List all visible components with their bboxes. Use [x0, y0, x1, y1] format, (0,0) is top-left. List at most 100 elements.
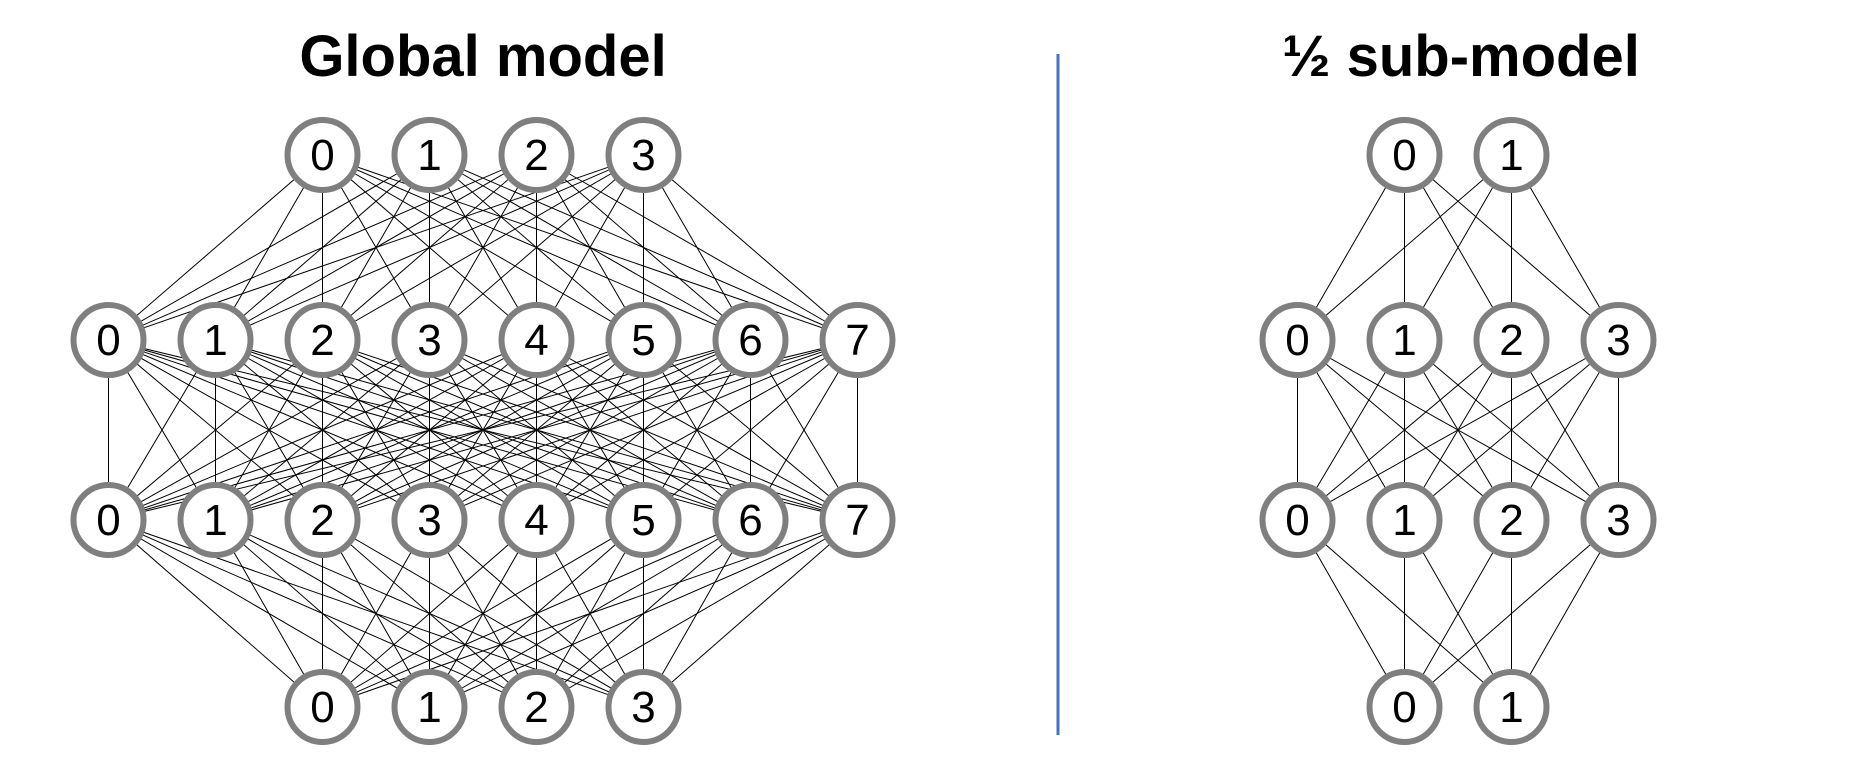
- node-label: 2: [524, 131, 548, 180]
- global-node-layer1-3: 3: [391, 302, 468, 378]
- sub-node-layer2-1: 1: [1366, 482, 1443, 558]
- global-edge-l1n2-l2n0: [108, 339, 323, 521]
- node-circle: [819, 482, 896, 558]
- node-label: 3: [417, 316, 441, 365]
- global-node-layer2-6: 6: [712, 482, 789, 558]
- global-node-layer2-4: 4: [498, 482, 575, 558]
- node-label: 0: [1392, 131, 1416, 180]
- node-label: 3: [1606, 316, 1630, 365]
- global-node-layer2-2: 2: [284, 482, 361, 558]
- node-label: 4: [524, 496, 548, 545]
- global-node-layer1-0: 0: [70, 302, 147, 378]
- global-node-layer2-0: 0: [70, 482, 147, 558]
- node-label: 5: [631, 316, 655, 365]
- node-label: 1: [1392, 316, 1416, 365]
- node-circle: [1366, 669, 1443, 745]
- node-label: 2: [524, 683, 548, 732]
- node-circle: [1580, 302, 1657, 378]
- node-circle: [1473, 302, 1550, 378]
- global-node-layer3-2: 2: [498, 669, 575, 745]
- global-node-layer1-5: 5: [605, 302, 682, 378]
- sub-node-layer3-1: 1: [1473, 669, 1550, 745]
- global-edge-l0n3-l1n7: [643, 154, 858, 341]
- node-circle: [498, 117, 575, 193]
- node-label: 7: [845, 316, 869, 365]
- node-circle: [1580, 482, 1657, 558]
- sub-node-layer1-0: 0: [1259, 302, 1336, 378]
- global-edge-l0n3-l1n0: [108, 154, 644, 341]
- node-label: 3: [1606, 496, 1630, 545]
- node-label: 3: [631, 131, 655, 180]
- global-model-edges: [108, 154, 858, 708]
- node-circle: [1366, 482, 1443, 558]
- global-edge-l2n6-l3n0: [322, 519, 751, 708]
- node-label: 1: [1499, 131, 1523, 180]
- sub-node-layer1-3: 3: [1580, 302, 1657, 378]
- node-label: 2: [310, 316, 334, 365]
- global-model-title: Global model: [299, 24, 666, 89]
- node-label: 0: [1285, 496, 1309, 545]
- node-circle: [819, 302, 896, 378]
- node-label: 1: [203, 496, 227, 545]
- node-circle: [177, 482, 254, 558]
- node-circle: [1259, 482, 1336, 558]
- sub-node-layer1-1: 1: [1366, 302, 1443, 378]
- global-edge-l2n5-l3n0: [322, 519, 644, 708]
- node-label: 1: [203, 316, 227, 365]
- global-node-layer3-3: 3: [605, 669, 682, 745]
- node-circle: [284, 302, 361, 378]
- node-label: 0: [96, 316, 120, 365]
- global-edge-l2n7-l3n0: [322, 519, 858, 708]
- node-label: 1: [417, 683, 441, 732]
- node-circle: [391, 302, 468, 378]
- node-circle: [498, 302, 575, 378]
- node-label: 6: [738, 316, 762, 365]
- global-node-layer1-4: 4: [498, 302, 575, 378]
- sub-node-layer2-0: 0: [1259, 482, 1336, 558]
- node-circle: [391, 117, 468, 193]
- global-edge-l2n7-l3n3: [643, 519, 858, 708]
- node-circle: [1473, 482, 1550, 558]
- half-sub-model-title: ½ sub-model: [1282, 24, 1640, 89]
- global-edge-l1n7-l2n5: [643, 339, 858, 521]
- global-edge-l1n7-l2n4: [536, 339, 858, 521]
- sub-node-layer2-3: 3: [1580, 482, 1657, 558]
- node-label: 3: [417, 496, 441, 545]
- node-circle: [605, 482, 682, 558]
- global-node-layer0-3: 3: [605, 117, 682, 193]
- global-edge-l0n3-l1n3: [429, 154, 644, 341]
- sub-model-edges: [1297, 154, 1619, 708]
- node-circle: [70, 302, 147, 378]
- node-label: 1: [1499, 683, 1523, 732]
- global-edge-l0n2-l1n0: [108, 154, 537, 341]
- global-node-layer0-2: 2: [498, 117, 575, 193]
- node-circle: [498, 482, 575, 558]
- global-node-layer3-1: 1: [391, 669, 468, 745]
- node-label: 0: [1392, 683, 1416, 732]
- node-circle: [712, 302, 789, 378]
- global-node-layer2-5: 5: [605, 482, 682, 558]
- global-node-layer1-1: 1: [177, 302, 254, 378]
- node-circle: [498, 669, 575, 745]
- global-edge-l1n4-l2n0: [108, 339, 537, 521]
- node-label: 2: [1499, 496, 1523, 545]
- node-circle: [1473, 117, 1550, 193]
- node-label: 0: [96, 496, 120, 545]
- node-circle: [177, 302, 254, 378]
- global-node-layer2-1: 1: [177, 482, 254, 558]
- node-label: 0: [1285, 316, 1309, 365]
- node-label: 0: [310, 683, 334, 732]
- global-edge-l2n4-l3n0: [322, 519, 537, 708]
- node-circle: [712, 482, 789, 558]
- node-circle: [284, 669, 361, 745]
- node-label: 5: [631, 496, 655, 545]
- global-node-layer1-7: 7: [819, 302, 896, 378]
- node-label: 1: [417, 131, 441, 180]
- global-node-layer2-7: 7: [819, 482, 896, 558]
- node-label: 1: [1392, 496, 1416, 545]
- global-node-layer0-1: 1: [391, 117, 468, 193]
- node-circle: [1366, 302, 1443, 378]
- global-edge-l1n7-l2n3: [429, 339, 858, 521]
